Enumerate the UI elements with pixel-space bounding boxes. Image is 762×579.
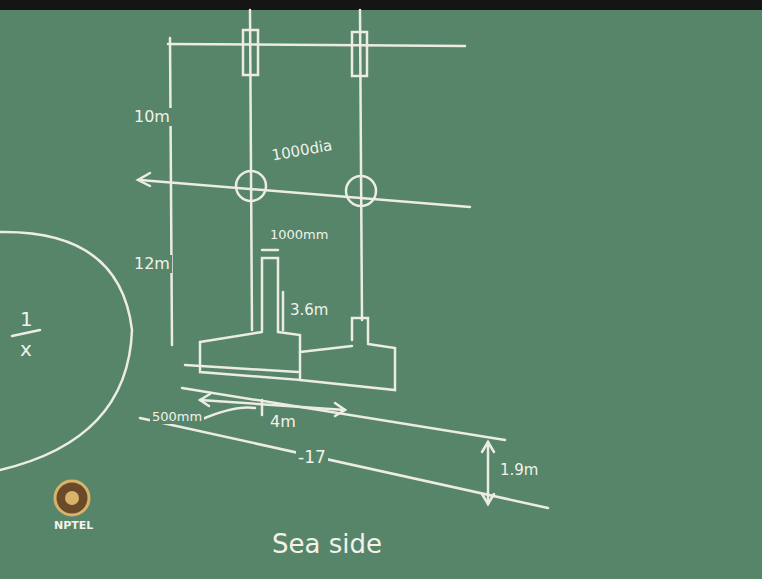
- dimension-label: 3.6m: [288, 302, 330, 319]
- fraction-part: 1: [18, 308, 35, 330]
- dimension-label: 1.9m: [498, 462, 540, 479]
- dimension-label: 4m: [268, 413, 298, 431]
- dimension-label: 12m: [132, 255, 172, 273]
- board-edge: [0, 0, 762, 10]
- level-label: -17: [296, 448, 328, 467]
- pile-label: 1000dia: [269, 137, 336, 165]
- dimension-label: 1000mm: [268, 228, 330, 242]
- structure-sketch: [0, 10, 548, 508]
- side-label: Sea side: [270, 530, 384, 559]
- logo-text: NPTEL: [52, 520, 95, 532]
- dimension-label: 10m: [132, 108, 172, 126]
- nptel-logo: [55, 481, 89, 515]
- dimension-label: 500mm: [150, 410, 204, 424]
- fraction-part: x: [18, 338, 34, 360]
